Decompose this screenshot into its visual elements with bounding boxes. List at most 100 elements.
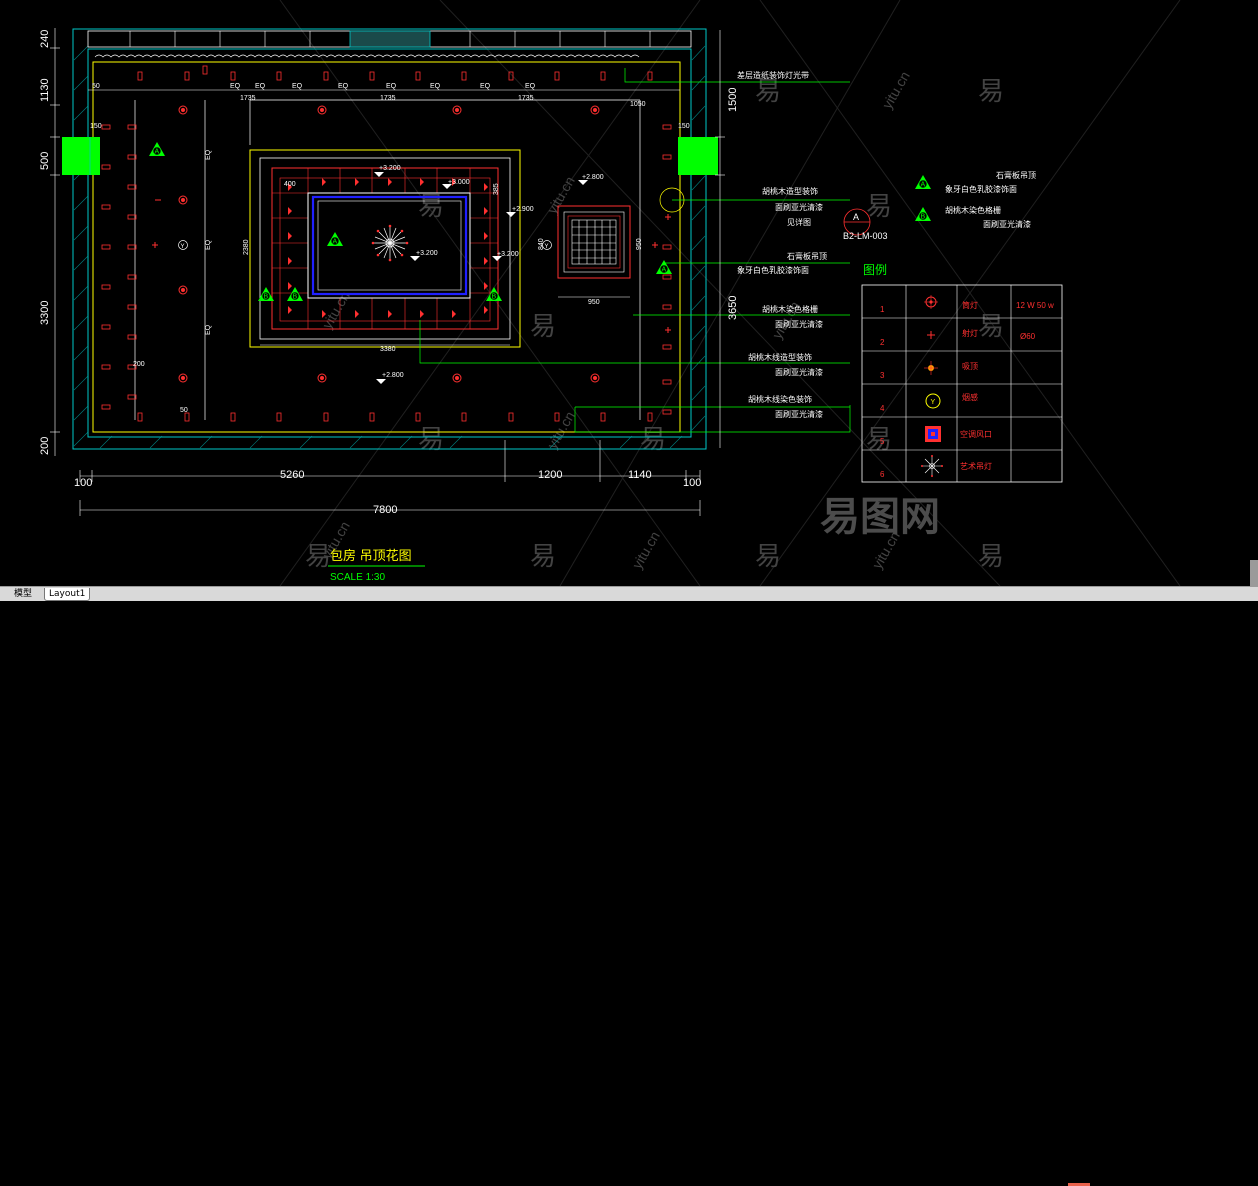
tag-a-icon: A [149, 142, 165, 156]
elevation-label: +2.800 [382, 372, 404, 379]
annotation-text: 见详图 [787, 217, 811, 227]
drawing-scale: SCALE 1:30 [330, 572, 385, 583]
legend-row-name: 射灯 [962, 328, 978, 338]
elevation-label: +3.200 [497, 251, 519, 258]
vertical-scrollbar[interactable] [1250, 560, 1258, 586]
svg-text:EQ: EQ [205, 149, 212, 160]
svg-text:EQ: EQ [205, 324, 212, 335]
air-vent: 950 840 950 [538, 205, 643, 306]
dim-eq: EQ [338, 83, 349, 90]
annotation-text: 面刷亚光清漆 [775, 409, 823, 419]
svg-text:Y: Y [181, 244, 185, 250]
dim-eq: EQ [480, 83, 491, 90]
section-letter: A [853, 212, 859, 222]
dim-text: 840 [538, 238, 545, 250]
dim-text: 1735 [240, 95, 256, 102]
annotation-text: 象牙白色乳胶漆饰面 [737, 265, 809, 275]
inner-wall [87, 48, 692, 438]
left-eq-labels: EQ EQ EQ [205, 149, 212, 335]
watermark-yi: 易 [530, 541, 556, 571]
dim-text: 50 [92, 83, 100, 90]
legend-a-line2: 象牙白色乳胶漆饰面 [945, 184, 1017, 194]
legend-row-name: 艺术吊灯 [960, 461, 992, 471]
coffer-markers [288, 178, 488, 318]
leader-lines [419, 68, 851, 433]
dim-text: 1735 [380, 95, 396, 102]
svg-text:Y: Y [545, 244, 549, 250]
dim-text: 240 [39, 30, 51, 48]
annotation-text: 胡桃木造型装饰 [762, 186, 818, 196]
elevation-label: +3.200 [379, 165, 401, 172]
dim-text: 385 [493, 183, 500, 195]
watermark-yi: 易 [866, 191, 892, 221]
watermark-yi: 易 [530, 311, 556, 341]
window-band [87, 30, 692, 58]
dim-text: 5260 [280, 469, 304, 481]
dim-text: 3650 [727, 296, 739, 320]
dim-eq: EQ [292, 83, 303, 90]
dim-eq: EQ [386, 83, 397, 90]
legend-row-name: 吸顶 [962, 362, 978, 371]
dim-text: 1500 [727, 88, 739, 112]
section-ref: B2-LM-003 [843, 231, 888, 241]
dim-eq: EQ [525, 83, 536, 90]
annotation-text: 面刷亚光清漆 [775, 202, 823, 212]
tag-b-icon: B [287, 287, 303, 301]
smoke-detector-icon: Y [925, 393, 941, 409]
legend-row-no: 6 [880, 470, 885, 479]
dim-text: 950 [636, 238, 643, 250]
top-dimension-strip: 50 EQ EQ EQ EQ EQ EQ EQ EQ 1735 1735 173… [88, 83, 690, 414]
legend-row-spec: Ø60 [1020, 332, 1036, 341]
wall-hatch [73, 45, 706, 449]
svg-text:Y: Y [931, 399, 936, 406]
dim-text: 1200 [538, 469, 562, 481]
annotation-text: 胡桃木线造型装饰 [748, 352, 812, 362]
dim-text: 200 [133, 361, 145, 368]
layout-tab-bar: 模型 Layout1 [0, 586, 1258, 1186]
outer-dimensions [50, 28, 725, 516]
annotation-text: 胡桃木染色格栅 [762, 304, 818, 314]
watermark-yi: 易 [978, 311, 1004, 341]
smoke-detector-icon: Y [178, 240, 188, 250]
tab-model[interactable]: 模型 [14, 589, 33, 599]
tag-b-icon: B [258, 287, 274, 301]
dim-text: 1130 [39, 78, 51, 102]
svg-text:B: B [264, 294, 269, 301]
annotation-text: 胡桃木线染色装饰 [748, 394, 812, 404]
watermark-yi: 易 [978, 76, 1004, 106]
svg-text:A: A [921, 182, 926, 189]
tag-a-icon: A [656, 260, 672, 274]
right-column-block [678, 137, 718, 175]
svg-text:A: A [333, 239, 338, 246]
legend-row-no: 2 [880, 338, 885, 347]
title-block: 包房 吊顶花图 SCALE 1:30 [328, 548, 425, 583]
tab-layout1[interactable]: Layout1 [44, 588, 91, 601]
tag-a-icon: A [915, 175, 931, 189]
dim-text: 200 [39, 437, 51, 455]
central-recess: 2380 3380 400 385 [243, 149, 521, 353]
legend-row-spec: 12 W 50 w [1016, 301, 1054, 310]
room-walls [72, 28, 707, 450]
section-marker: A B2-LM-003 [843, 208, 888, 241]
downlights [178, 105, 600, 383]
elevation-label: +2.800 [582, 174, 604, 181]
annotation-text: 面刷亚光清漆 [775, 367, 823, 377]
left-column-block [62, 137, 100, 175]
ceiling-edge [92, 61, 681, 433]
dim-text: 1735 [518, 95, 534, 102]
grille-lines [134, 99, 641, 420]
dim-text: 950 [588, 299, 600, 306]
watermark-yi: 易 [978, 541, 1004, 571]
smoke-detector-icon: Y [542, 240, 552, 250]
dim-text: 400 [284, 181, 296, 188]
dim-text: 7800 [373, 504, 397, 516]
annotation-text: 差层造纸装饰灯光带 [737, 70, 809, 80]
watermark-yi: 易 [418, 191, 444, 221]
watermark-yi: 易 [305, 541, 331, 571]
dim-eq: EQ [230, 83, 241, 90]
legend-row-no: 5 [880, 437, 885, 446]
tag-b-icon: B [486, 287, 502, 301]
material-key: A 石膏板吊顶 象牙白色乳胶漆饰面 B 胡桃木染色格栅 面刷亚光清漆 [915, 170, 1036, 229]
legend-row-no: 3 [880, 371, 885, 380]
dim-text: 3380 [380, 346, 396, 353]
